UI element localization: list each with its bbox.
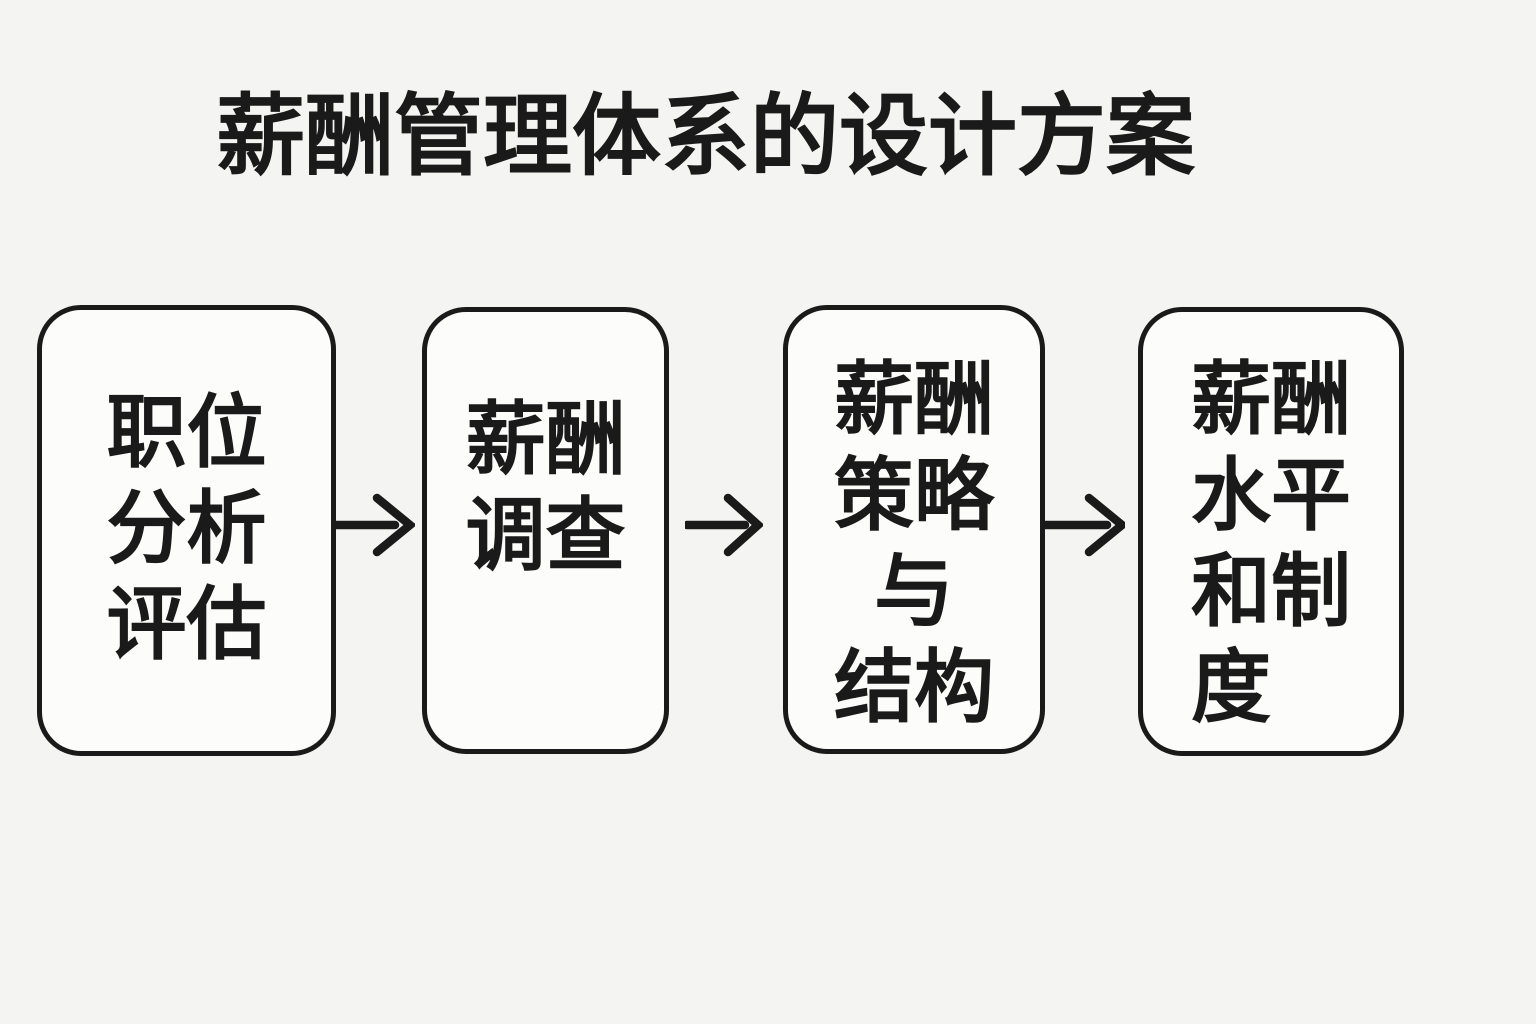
step-label-line: 分析 [106, 483, 267, 573]
arrow-head [723, 493, 763, 557]
flow-step-job-analysis-evaluation: 职位 分析 评估 [37, 305, 336, 756]
step-label-line: 调查 [465, 490, 626, 580]
arrow-right-icon [685, 493, 763, 557]
step-label-line: 与 [874, 546, 954, 636]
step-label: 职位 分析 评估 [107, 385, 267, 673]
step-label: 薪酬 调查 [466, 392, 626, 584]
page-title: 薪酬管理体系的设计方案 [216, 86, 1195, 186]
arrow-head [1084, 493, 1125, 557]
arrow-right-icon [1045, 493, 1125, 557]
step-label-line: 策略 [834, 450, 994, 540]
step-label-line: 薪酬 [834, 354, 994, 444]
step-label-line: 度 [1191, 642, 1271, 732]
step-label: 薪酬 水平 和制 度 [1191, 352, 1351, 736]
flow-step-salary-survey: 薪酬 调查 [422, 307, 669, 754]
arrow-head [372, 493, 415, 557]
step-label-line: 评估 [106, 579, 267, 669]
step-label-line: 水平 [1191, 450, 1351, 540]
step-label-line: 结构 [834, 642, 994, 732]
step-label: 薪酬 策略 与 结构 [834, 352, 994, 736]
step-label-line: 职位 [106, 387, 267, 477]
flow-step-salary-level-system: 薪酬 水平 和制 度 [1138, 307, 1404, 756]
arrow-right-icon [335, 493, 415, 557]
flow-step-salary-strategy-structure: 薪酬 策略 与 结构 [783, 305, 1045, 754]
step-label-line: 薪酬 [465, 394, 626, 484]
step-label-line: 薪酬 [1191, 354, 1351, 444]
step-label-line: 和制 [1191, 546, 1351, 636]
